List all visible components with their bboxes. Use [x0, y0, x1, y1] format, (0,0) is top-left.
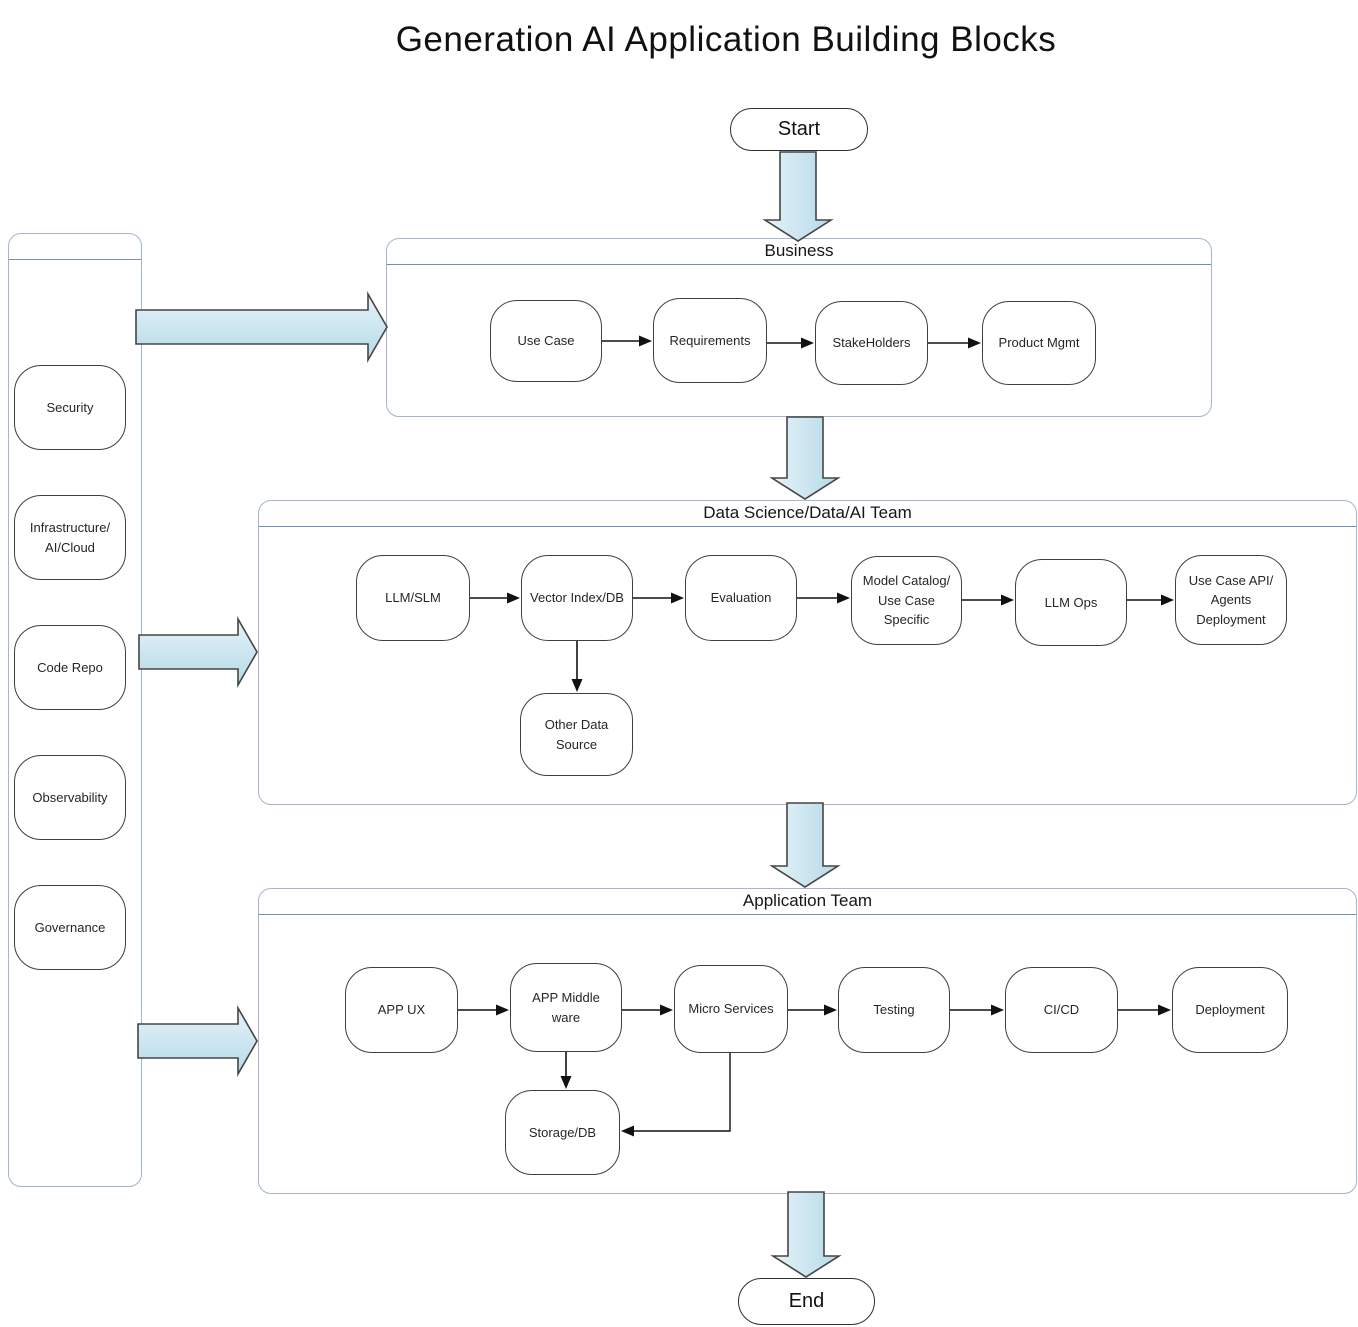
node-label: Security	[46, 399, 94, 415]
node-infrastructure-ai-cloud: Infrastructure/ AI/Cloud	[14, 495, 126, 580]
node-llm-ops: LLM Ops	[1015, 559, 1127, 646]
node-label: Model Catalog/ Use Case Specific	[862, 573, 951, 628]
node-label: StakeHolders	[832, 335, 911, 351]
node-requirements: Requirements	[653, 298, 767, 383]
node-label: Micro Services	[688, 1001, 774, 1017]
node-label: Testing	[873, 1002, 915, 1018]
start-terminal: Start	[730, 108, 868, 151]
node-model-catalog: Model Catalog/ Use Case Specific	[851, 556, 962, 645]
node-deployment: Deployment	[1172, 967, 1288, 1053]
node-use-case: Use Case	[490, 300, 602, 382]
node-code-repo: Code Repo	[14, 625, 126, 710]
node-label: Use Case API/ Agents Deployment	[1188, 572, 1274, 627]
end-label: End	[788, 1290, 825, 1312]
node-label: LLM Ops	[1044, 594, 1098, 610]
node-other-data-source: Other Data Source	[520, 693, 633, 776]
node-label: Use Case	[517, 333, 575, 349]
block-arrow-start-to-business	[762, 151, 834, 242]
node-security: Security	[14, 365, 126, 450]
block-arrow-business-to-datascience	[769, 416, 841, 500]
node-label: Vector Index/DB	[530, 590, 624, 606]
node-product-mgmt: Product Mgmt	[982, 301, 1096, 385]
node-label: Observability	[32, 789, 108, 805]
node-app-ux: APP UX	[345, 967, 458, 1053]
node-label: Infrastructure/ AI/Cloud	[29, 520, 111, 555]
block-arrow-sidebar-to-business	[135, 291, 388, 363]
node-label: Storage/DB	[528, 1124, 597, 1140]
block-arrow-sidebar-to-application	[137, 1005, 258, 1077]
node-label: Product Mgmt	[998, 335, 1080, 351]
node-label: Evaluation	[710, 590, 772, 606]
node-testing: Testing	[838, 967, 950, 1053]
application-section-title: Application Team	[259, 889, 1356, 915]
node-label: APP Middle ware	[532, 990, 600, 1025]
node-label: APP UX	[377, 1002, 426, 1018]
node-observability: Observability	[14, 755, 126, 840]
sidebar-header	[9, 234, 141, 260]
data-science-section-title: Data Science/Data/AI Team	[259, 501, 1356, 527]
node-label: Governance	[34, 919, 106, 935]
node-governance: Governance	[14, 885, 126, 970]
end-terminal: End	[738, 1278, 875, 1325]
node-use-case-api-agents-deployment: Use Case API/ Agents Deployment	[1175, 555, 1287, 645]
node-label: Other Data Source	[544, 717, 609, 752]
start-label: Start	[777, 118, 821, 140]
node-stakeholders: StakeHolders	[815, 301, 928, 385]
node-label: LLM/SLM	[385, 590, 441, 606]
node-llm-slm: LLM/SLM	[356, 555, 470, 641]
node-label: Deployment	[1195, 1002, 1265, 1018]
data-science-section: Data Science/Data/AI Team	[258, 500, 1357, 805]
page-title: Generation AI Application Building Block…	[395, 20, 1057, 59]
block-arrow-sidebar-to-datascience	[138, 616, 258, 688]
node-label: Code Repo	[37, 659, 103, 675]
node-evaluation: Evaluation	[685, 555, 797, 641]
block-arrow-application-to-end	[770, 1191, 842, 1278]
business-section-title: Business	[387, 239, 1211, 265]
block-arrow-datascience-to-application	[769, 802, 841, 888]
node-label: CI/CD	[1043, 1002, 1080, 1018]
node-app-middleware: APP Middle ware	[510, 963, 622, 1052]
node-storage-db: Storage/DB	[505, 1090, 620, 1175]
node-ci-cd: CI/CD	[1005, 967, 1118, 1053]
node-micro-services: Micro Services	[674, 965, 788, 1053]
node-label: Requirements	[669, 332, 751, 348]
node-vector-index-db: Vector Index/DB	[521, 555, 633, 641]
